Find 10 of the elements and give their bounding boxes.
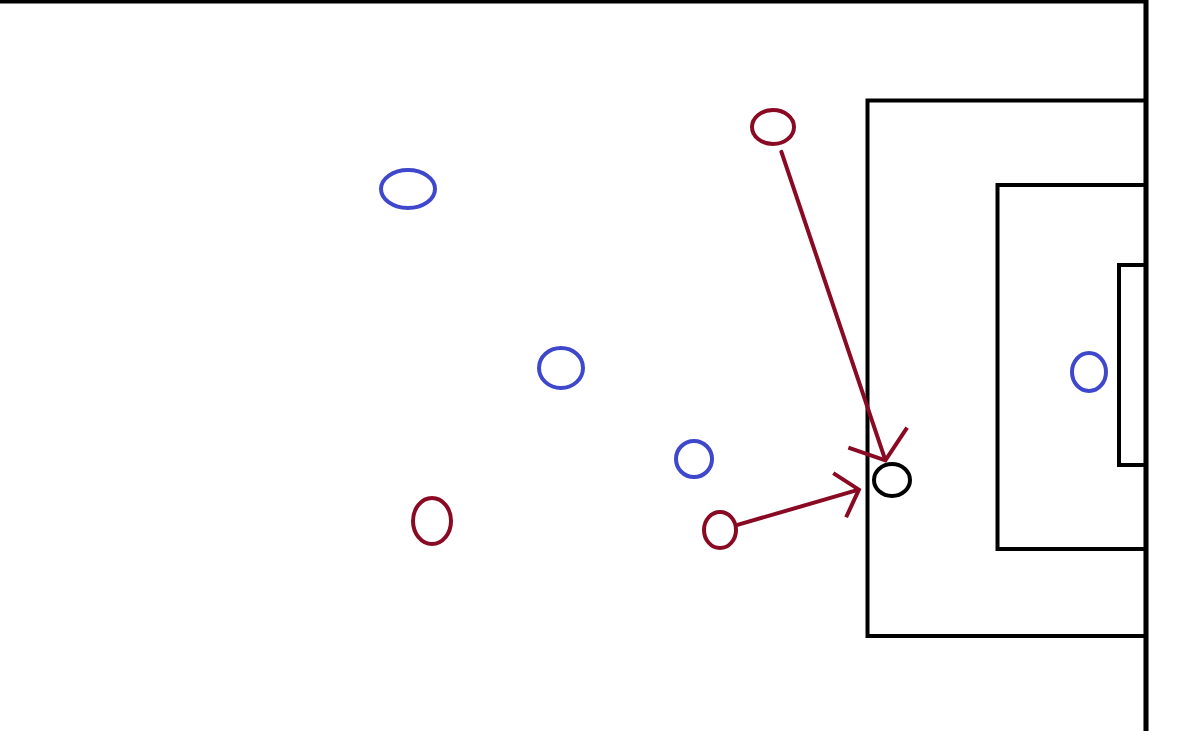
player-circle [750, 108, 796, 146]
player-circle [674, 439, 714, 479]
arrow [779, 149, 909, 463]
player-circle [411, 496, 453, 546]
player-circle [702, 510, 738, 550]
player-circle [1070, 351, 1108, 393]
player-circle [379, 168, 437, 210]
arrow [735, 471, 862, 527]
ball-circle [872, 462, 912, 498]
player-circle [537, 346, 585, 390]
